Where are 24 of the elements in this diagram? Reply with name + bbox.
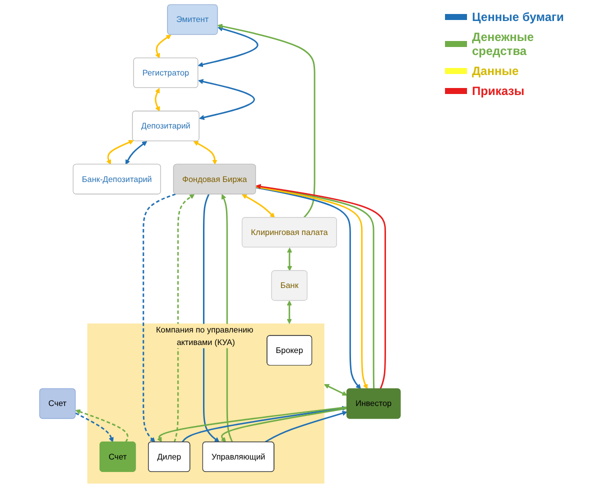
arrow bbox=[198, 79, 255, 120]
arrow bbox=[242, 194, 275, 218]
arrow bbox=[287, 248, 292, 272]
arrow bbox=[203, 194, 220, 442]
arrow bbox=[75, 412, 114, 442]
arrow bbox=[155, 34, 172, 58]
arrow bbox=[220, 408, 348, 442]
arrow bbox=[154, 88, 160, 112]
arrow bbox=[106, 140, 134, 165]
arrow bbox=[193, 141, 218, 165]
arrow bbox=[218, 24, 316, 218]
arrow bbox=[221, 194, 234, 442]
arrow bbox=[286, 300, 292, 324]
arrow bbox=[75, 409, 128, 442]
arrow bbox=[324, 384, 348, 396]
legend-label: Денежные средства bbox=[472, 30, 535, 58]
arrow bbox=[142, 193, 176, 442]
legend-label: Приказы bbox=[472, 84, 524, 98]
arrow bbox=[125, 141, 148, 165]
arrow bbox=[198, 26, 258, 68]
legend-label: Ценные бумаги bbox=[472, 10, 564, 24]
arrow bbox=[264, 410, 348, 443]
legend-label: Данные bbox=[472, 64, 519, 78]
arrow bbox=[174, 194, 195, 442]
